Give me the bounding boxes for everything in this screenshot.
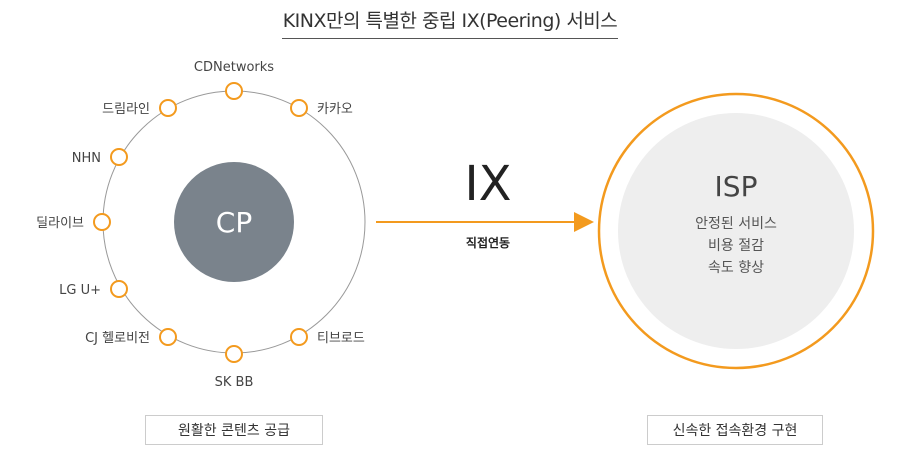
ix-label: IX xyxy=(464,156,511,212)
partner-label: 티브로드 xyxy=(317,331,365,346)
partner-node-skbb: SK BB xyxy=(215,345,254,390)
partner-dot xyxy=(159,328,177,346)
partner-dot xyxy=(93,213,111,231)
partner-dot xyxy=(110,148,128,166)
partner-node-cdnetworks: CDNetworks xyxy=(194,60,274,100)
page-title: KINX만의 특별한 중립 IX(Peering) 서비스 xyxy=(282,10,618,32)
partner-node-lgu: LG U+ xyxy=(59,280,128,298)
partner-label: LG U+ xyxy=(59,283,101,298)
partner-dot xyxy=(110,280,128,298)
cp-circle xyxy=(174,162,294,282)
partner-label: 드림라인 xyxy=(102,102,150,117)
partner-label: 딜라이브 xyxy=(36,216,84,231)
partner-node-cj: CJ 헬로비전 xyxy=(85,328,177,346)
partner-label: CJ 헬로비전 xyxy=(85,331,150,346)
partner-label: 카카오 xyxy=(317,102,353,117)
partner-node-kakao: 카카오 xyxy=(290,99,353,117)
isp-label: ISP xyxy=(715,170,758,203)
title-underline xyxy=(282,38,618,39)
partner-node-dlive: 딜라이브 xyxy=(36,213,111,231)
partner-dot xyxy=(159,99,177,117)
partner-label: CDNetworks xyxy=(194,60,274,75)
partner-node-tbroad: 티브로드 xyxy=(290,328,365,346)
isp-benefit-1: 안정된 서비스 xyxy=(695,216,777,232)
isp-inner-circle xyxy=(618,113,854,349)
partner-label: SK BB xyxy=(215,375,254,390)
caption-content-supply: 원활한 콘텐츠 공급 xyxy=(145,415,323,445)
partner-label: NHN xyxy=(72,151,101,166)
caption-fast-access: 신속한 접속환경 구현 xyxy=(647,415,823,445)
isp-benefit-2: 비용 절감 xyxy=(708,238,764,254)
partner-node-nhn: NHN xyxy=(72,148,128,166)
ix-sublabel: 직접연동 xyxy=(466,235,510,250)
partner-dot xyxy=(225,345,243,363)
partner-dot xyxy=(290,328,308,346)
isp-benefit-3: 속도 향상 xyxy=(708,260,764,276)
cp-label: CP xyxy=(216,206,252,239)
partner-node-dreamline: 드림라인 xyxy=(102,99,177,117)
partner-dot xyxy=(290,99,308,117)
partner-dot xyxy=(225,82,243,100)
